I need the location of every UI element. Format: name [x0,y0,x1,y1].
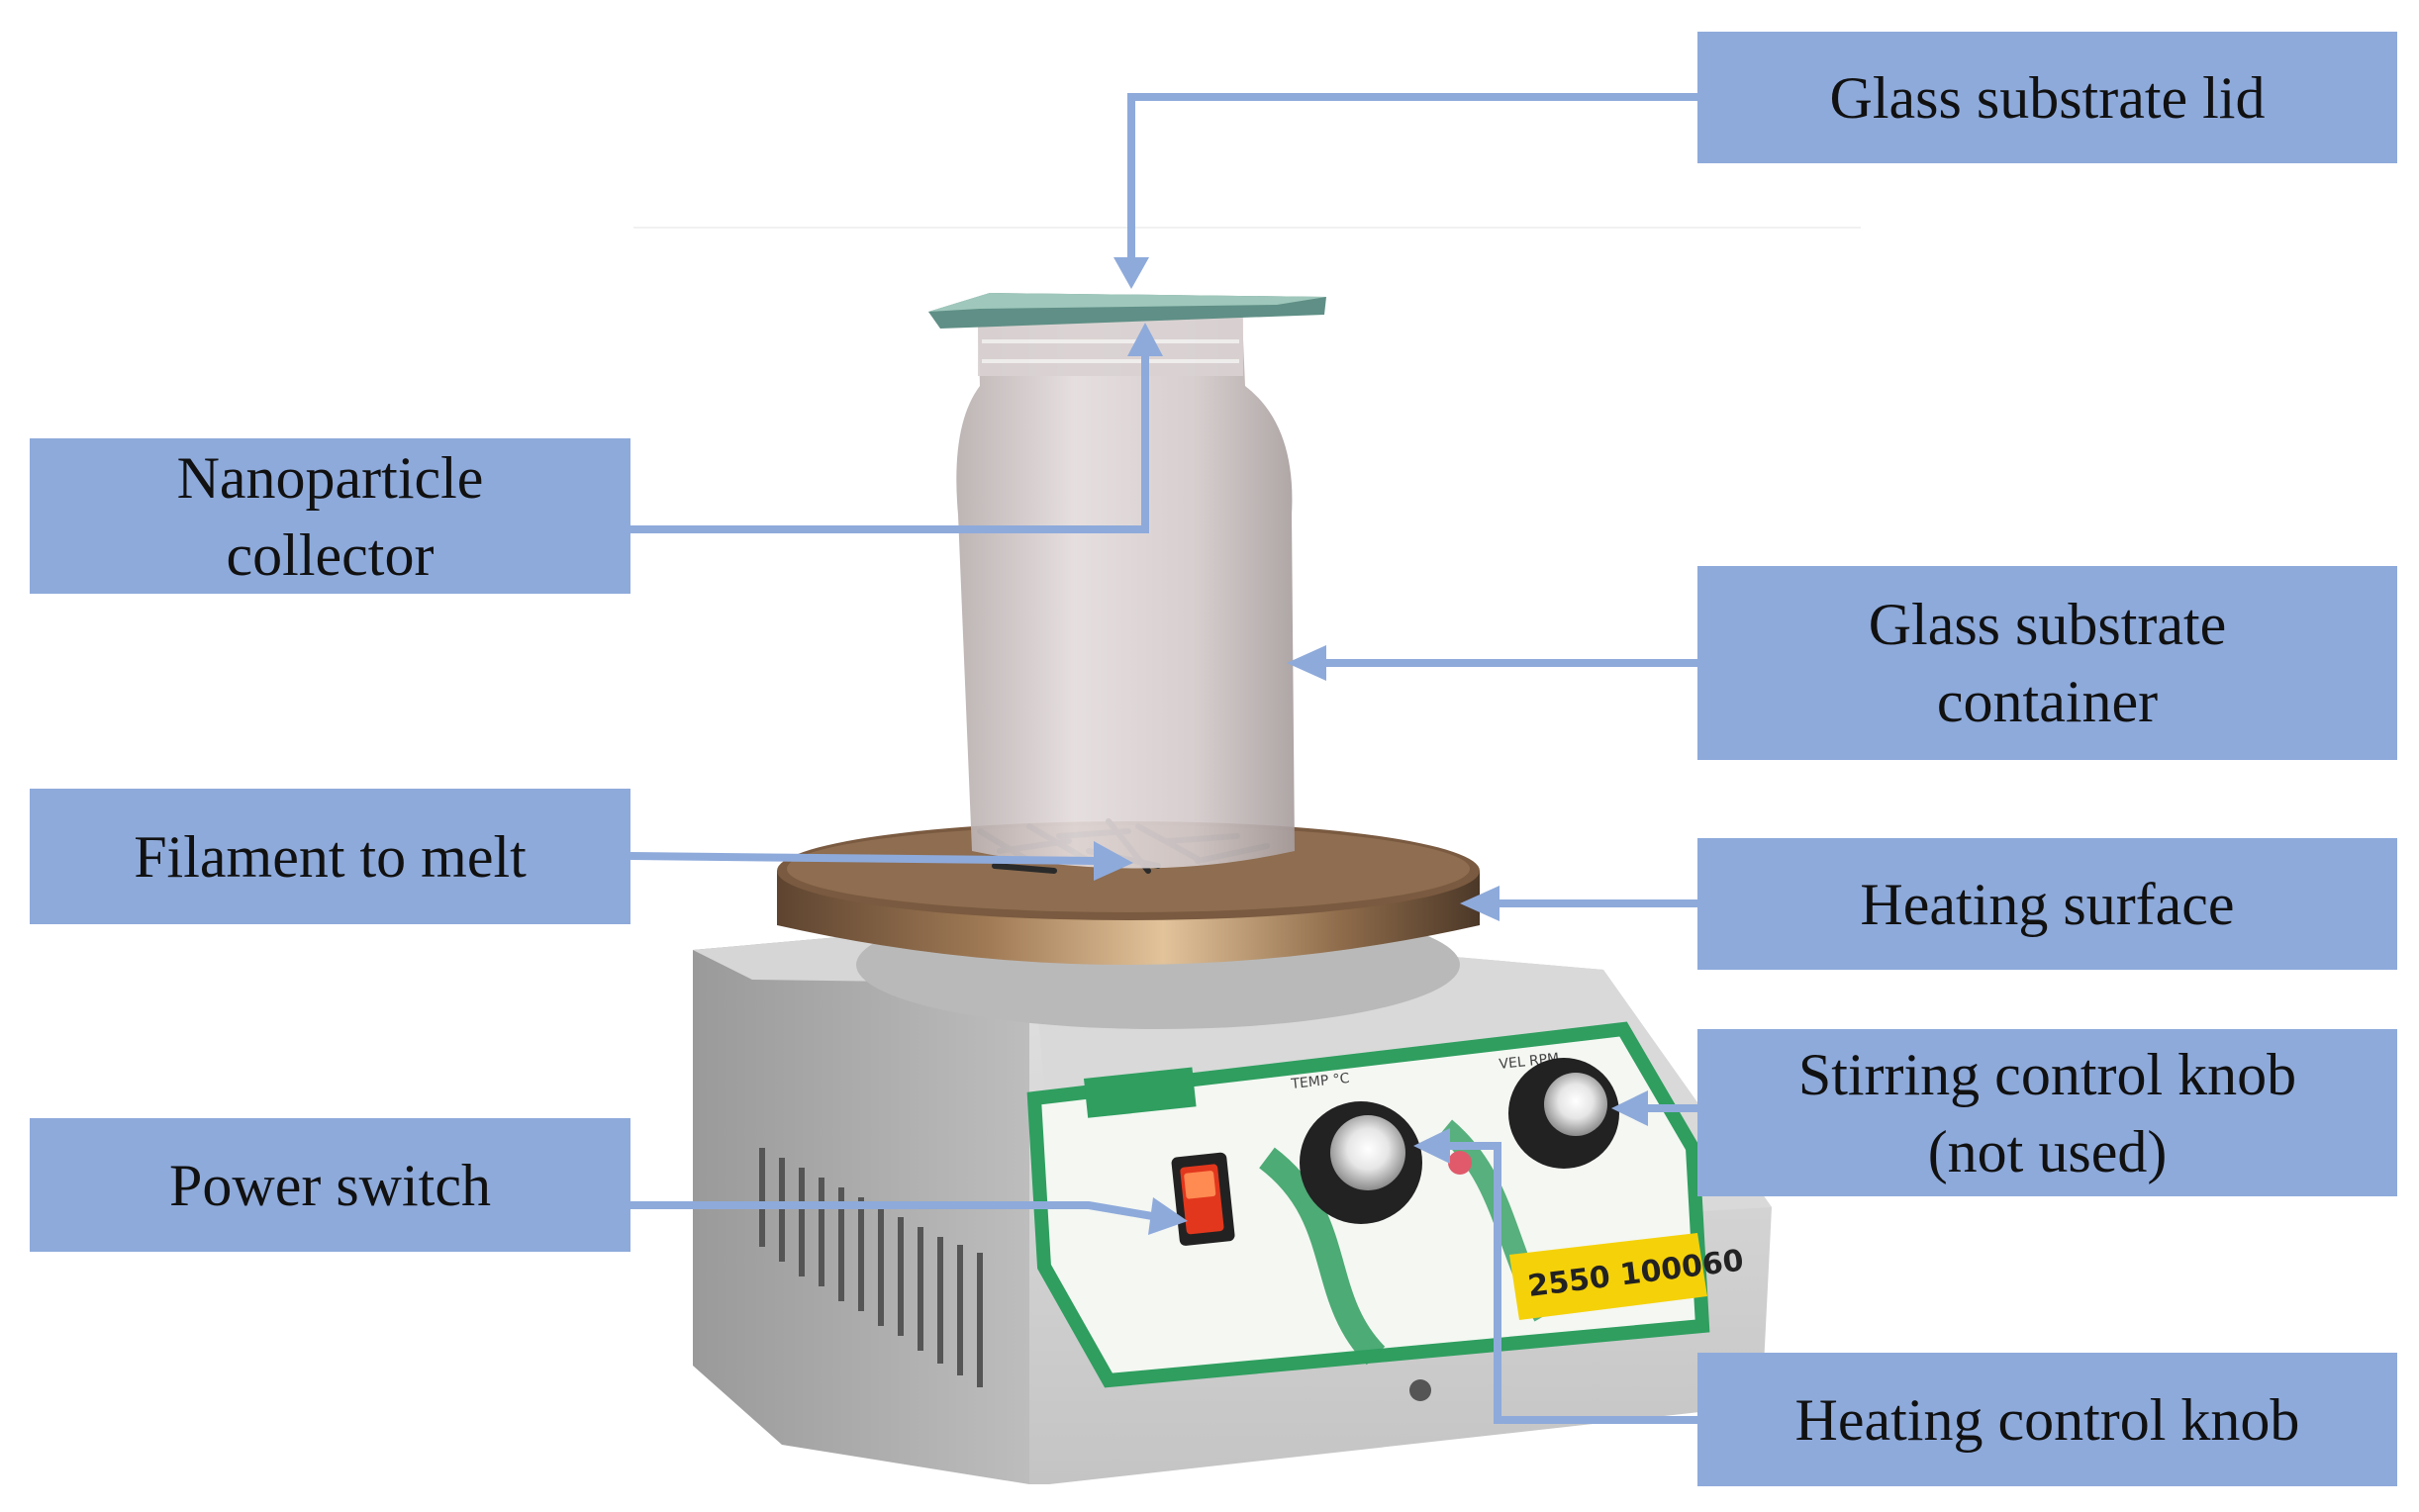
power-switch-device[interactable] [1171,1152,1235,1246]
label-text: Filament to melt [134,818,527,896]
glass-jar [956,317,1295,869]
label-text: Power switch [169,1147,491,1224]
pilot-lamp [1448,1151,1472,1175]
label-glass-substrate-container: Glass substrate container [1697,566,2397,760]
label-stirring-control-knob: Stirring control knob (not used) [1697,1029,2397,1196]
label-glass-substrate-lid: Glass substrate lid [1697,32,2397,163]
label-heating-surface: Heating surface [1697,838,2397,970]
heating-knob-device[interactable] [1300,1101,1422,1224]
label-text-line-2: collector [227,517,435,594]
arrow-filament-to-melt [630,856,1099,861]
label-text: Heating control knob [1795,1381,2300,1459]
label-heating-control-knob: Heating control knob [1697,1353,2397,1486]
label-text-line-1: Glass substrate [1869,586,2227,663]
label-filament-to-melt: Filament to melt [30,789,630,924]
label-nanoparticle-collector: Nanoparticle collector [30,438,630,594]
arrow-glass-substrate-lid [1131,97,1697,262]
stirring-knob-device[interactable] [1508,1058,1619,1169]
label-text-line-1: Stirring control knob [1798,1036,2296,1113]
label-text-line-1: Nanoparticle [177,439,484,517]
label-text: Heating surface [1860,866,2234,943]
label-text-line-2: container [1937,663,2158,740]
label-text: Glass substrate lid [1830,59,2266,137]
label-power-switch: Power switch [30,1118,630,1252]
label-text-line-2: (not used) [1928,1113,2168,1190]
